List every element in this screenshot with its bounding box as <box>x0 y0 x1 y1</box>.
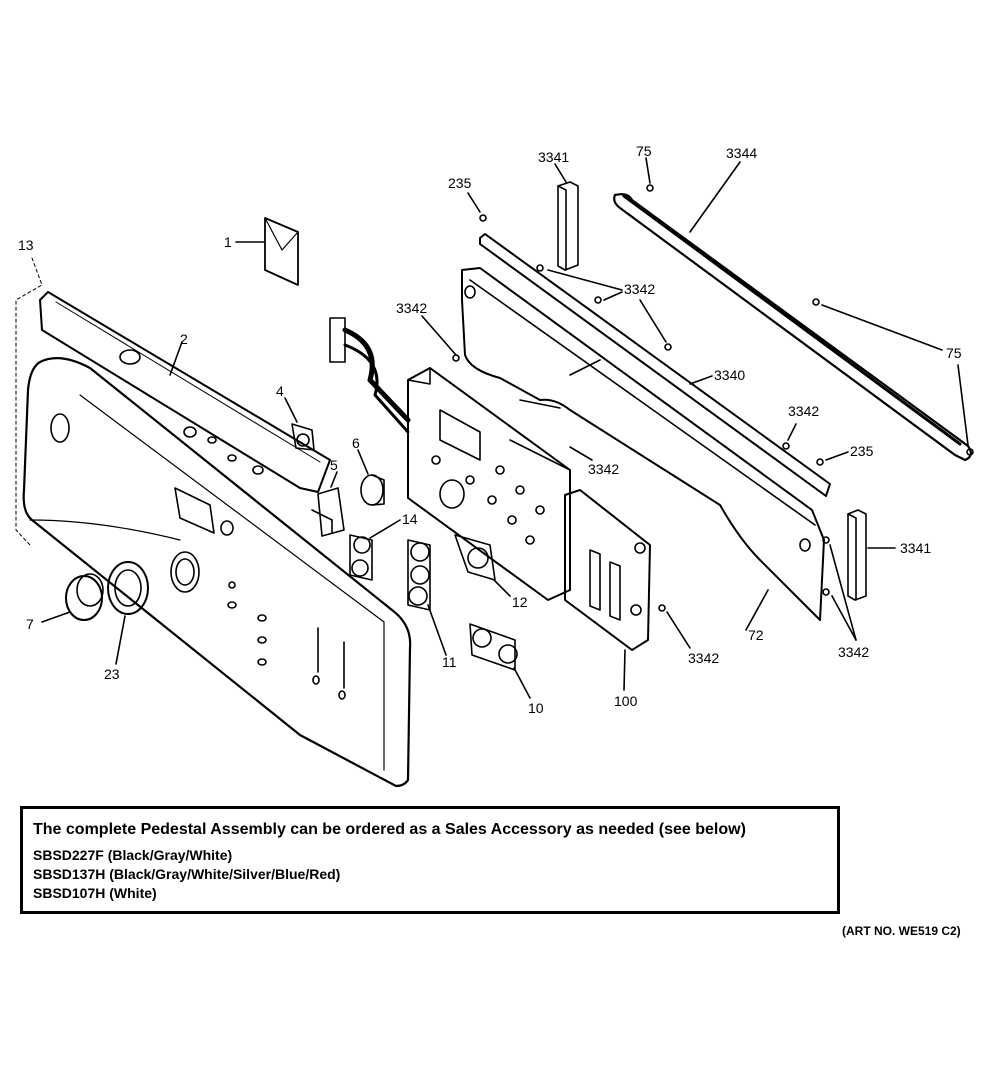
part-label-3342-corner: 3342 <box>838 644 869 660</box>
part-label-3342-right: 3342 <box>788 403 819 419</box>
part-label-75-top: 75 <box>636 143 652 159</box>
screw-75-end <box>966 448 974 456</box>
part-label-235-top: 235 <box>448 175 472 191</box>
part-label-7: 7 <box>26 616 34 632</box>
screw-3342-rail-b <box>594 296 602 304</box>
part-label-3341-right: 3341 <box>900 540 931 556</box>
part-label-5: 5 <box>330 457 338 473</box>
pedestal-model-2: SBSD137H (Black/Gray/White/Silver/Blue/R… <box>33 866 341 882</box>
part-label-3340: 3340 <box>714 367 745 383</box>
chassis-frame <box>461 267 825 621</box>
part-label-3342-rail: 3342 <box>624 281 655 297</box>
switch-part-4 <box>291 423 315 451</box>
control-panel-trim <box>39 291 331 493</box>
screw-3342-corner-a <box>822 536 830 544</box>
part-label-23: 23 <box>104 666 120 682</box>
part-label-4: 4 <box>276 383 284 399</box>
part-label-235-right: 235 <box>850 443 874 459</box>
part-label-3344: 3344 <box>726 145 757 161</box>
art-number: (ART NO. WE519 C2) <box>842 924 961 938</box>
ribbon-cable <box>329 317 411 434</box>
knob-part-6 <box>360 474 385 506</box>
part-label-12: 12 <box>512 594 528 610</box>
pedestal-note-box: The complete Pedestal Assembly can be or… <box>20 806 840 914</box>
pedestal-model-3: SBSD107H (White) <box>33 885 157 901</box>
spacer-strip-bottom <box>847 509 867 601</box>
pedestal-note-title: The complete Pedestal Assembly can be or… <box>33 821 746 838</box>
button-part-5 <box>311 487 345 537</box>
part-label-14: 14 <box>402 511 418 527</box>
switch-cluster-11 <box>407 539 431 611</box>
part-label-10: 10 <box>528 700 544 716</box>
part-label-6: 6 <box>352 435 360 451</box>
control-panel <box>22 357 412 788</box>
screw-3342-right <box>782 442 790 450</box>
part-label-75-right: 75 <box>946 345 962 361</box>
part-label-3342-lower: 3342 <box>688 650 719 666</box>
screw-3342-rail-c <box>664 343 672 351</box>
instruction-card <box>264 217 299 286</box>
diagram-drawing: 1 2 4 5 6 7 10 11 12 13 14 23 72 75 75 1… <box>15 143 974 788</box>
mounting-rail <box>479 233 831 497</box>
control-board <box>407 367 571 601</box>
panel-assembly-bracket <box>15 257 43 546</box>
screw-3342-corner-b <box>822 588 830 596</box>
part-label-1: 1 <box>224 234 232 250</box>
spacer-strip-top <box>557 181 579 271</box>
display-board <box>564 489 651 651</box>
part-label-3341-top: 3341 <box>538 149 569 165</box>
screw-3342-lower <box>658 604 666 612</box>
pedestal-model-1: SBSD227F (Black/Gray/White) <box>33 847 233 863</box>
screw-235-top <box>479 214 487 222</box>
knob-dial-ring <box>107 561 149 615</box>
part-label-72: 72 <box>748 627 764 643</box>
part-label-100: 100 <box>614 693 638 709</box>
screw-3342-rail-a <box>536 264 544 272</box>
part-label-11: 11 <box>442 654 457 670</box>
screw-3342-board <box>452 354 460 362</box>
control-knob <box>65 573 104 621</box>
part-label-3342-mid: 3342 <box>588 461 619 477</box>
part-label-13: 13 <box>18 237 34 253</box>
screw-75-top <box>646 184 654 192</box>
switch-part-10 <box>469 623 518 671</box>
screw-75-right <box>812 298 820 306</box>
part-label-2: 2 <box>180 331 188 347</box>
switch-cluster-14 <box>349 534 373 581</box>
part-label-3342-board: 3342 <box>396 300 427 316</box>
screw-235-right <box>816 458 824 466</box>
